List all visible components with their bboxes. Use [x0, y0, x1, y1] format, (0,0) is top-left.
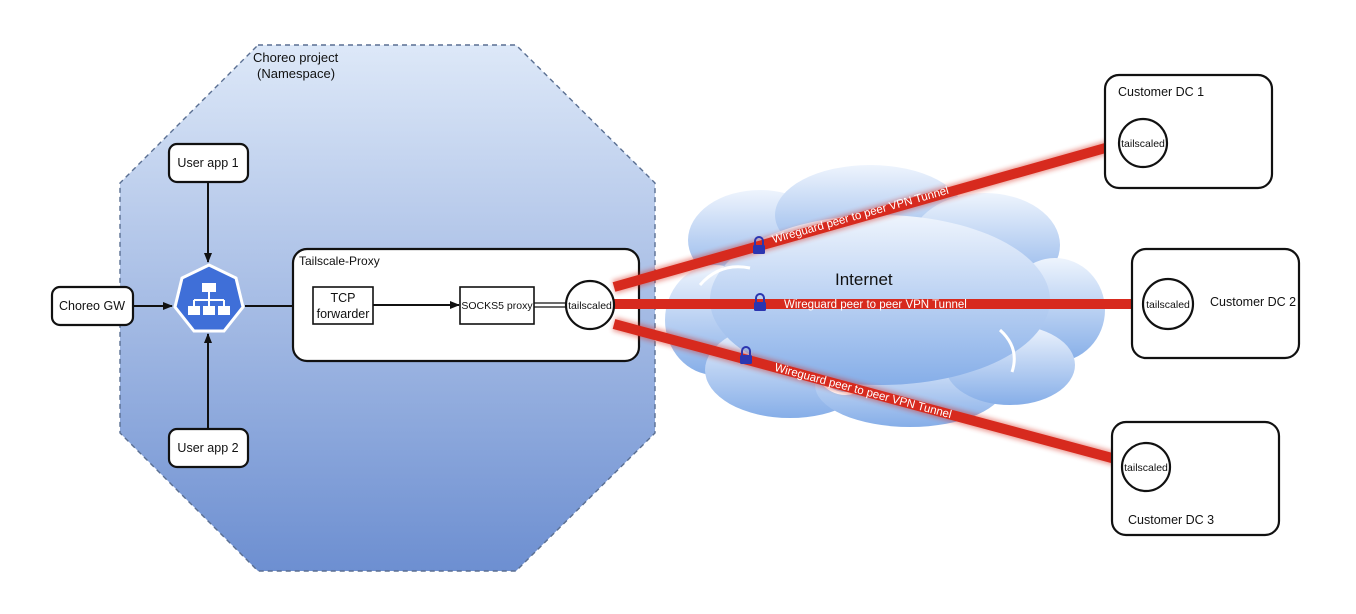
- customer-dc-2-tailscaled-node[interactable]: [1141, 277, 1195, 331]
- lock-icon: [740, 346, 752, 364]
- user-app-1-label: User app 1: [177, 156, 238, 170]
- socks5-proxy-box[interactable]: [459, 286, 535, 325]
- proxy-tailscaled-node[interactable]: [564, 279, 616, 331]
- user-app-2-label: User app 2: [177, 441, 238, 455]
- socks5-proxy-label: SOCKS5 proxy: [461, 300, 533, 312]
- customer-dc-1-tailscaled-node[interactable]: [1117, 117, 1169, 169]
- lock-icon: [753, 236, 765, 254]
- customer-dc-2-label: Customer DC 2: [1210, 295, 1296, 309]
- lock-icon: [754, 293, 766, 311]
- tcp-forwarder-label-line1: TCP: [331, 291, 356, 305]
- customer-dc-1-tailscaled-label: tailscaled: [1121, 138, 1165, 150]
- internet-label: Internet: [835, 270, 893, 289]
- tailscale-proxy-title: Tailscale-Proxy: [299, 254, 380, 268]
- choreo-gw-label: Choreo GW: [59, 299, 125, 313]
- vpn-tunnel-2: Wireguard peer to peer VPN Tunnel: [614, 297, 1142, 311]
- kubernetes-service-icon: [173, 263, 245, 333]
- vpn-tunnel-2-label: Wireguard peer to peer VPN Tunnel: [784, 299, 967, 311]
- customer-dc-1-label: Customer DC 1: [1118, 85, 1204, 99]
- customer-dc-3-tailscaled-node[interactable]: [1120, 441, 1172, 493]
- customer-dc-3-label: Customer DC 3: [1128, 513, 1214, 527]
- customer-dc-2-box[interactable]: [1130, 247, 1301, 360]
- customer-dc-3-tailscaled-label: tailscaled: [1124, 462, 1168, 474]
- tcp-forwarder-label-line2: forwarder: [317, 307, 370, 321]
- namespace-title-line2: (Namespace): [257, 66, 335, 81]
- customer-dc-2-tailscaled-label: tailscaled: [1146, 299, 1190, 311]
- proxy-tailscaled-label: tailscaled: [568, 300, 612, 312]
- namespace-title-line1: Choreo project: [253, 50, 339, 65]
